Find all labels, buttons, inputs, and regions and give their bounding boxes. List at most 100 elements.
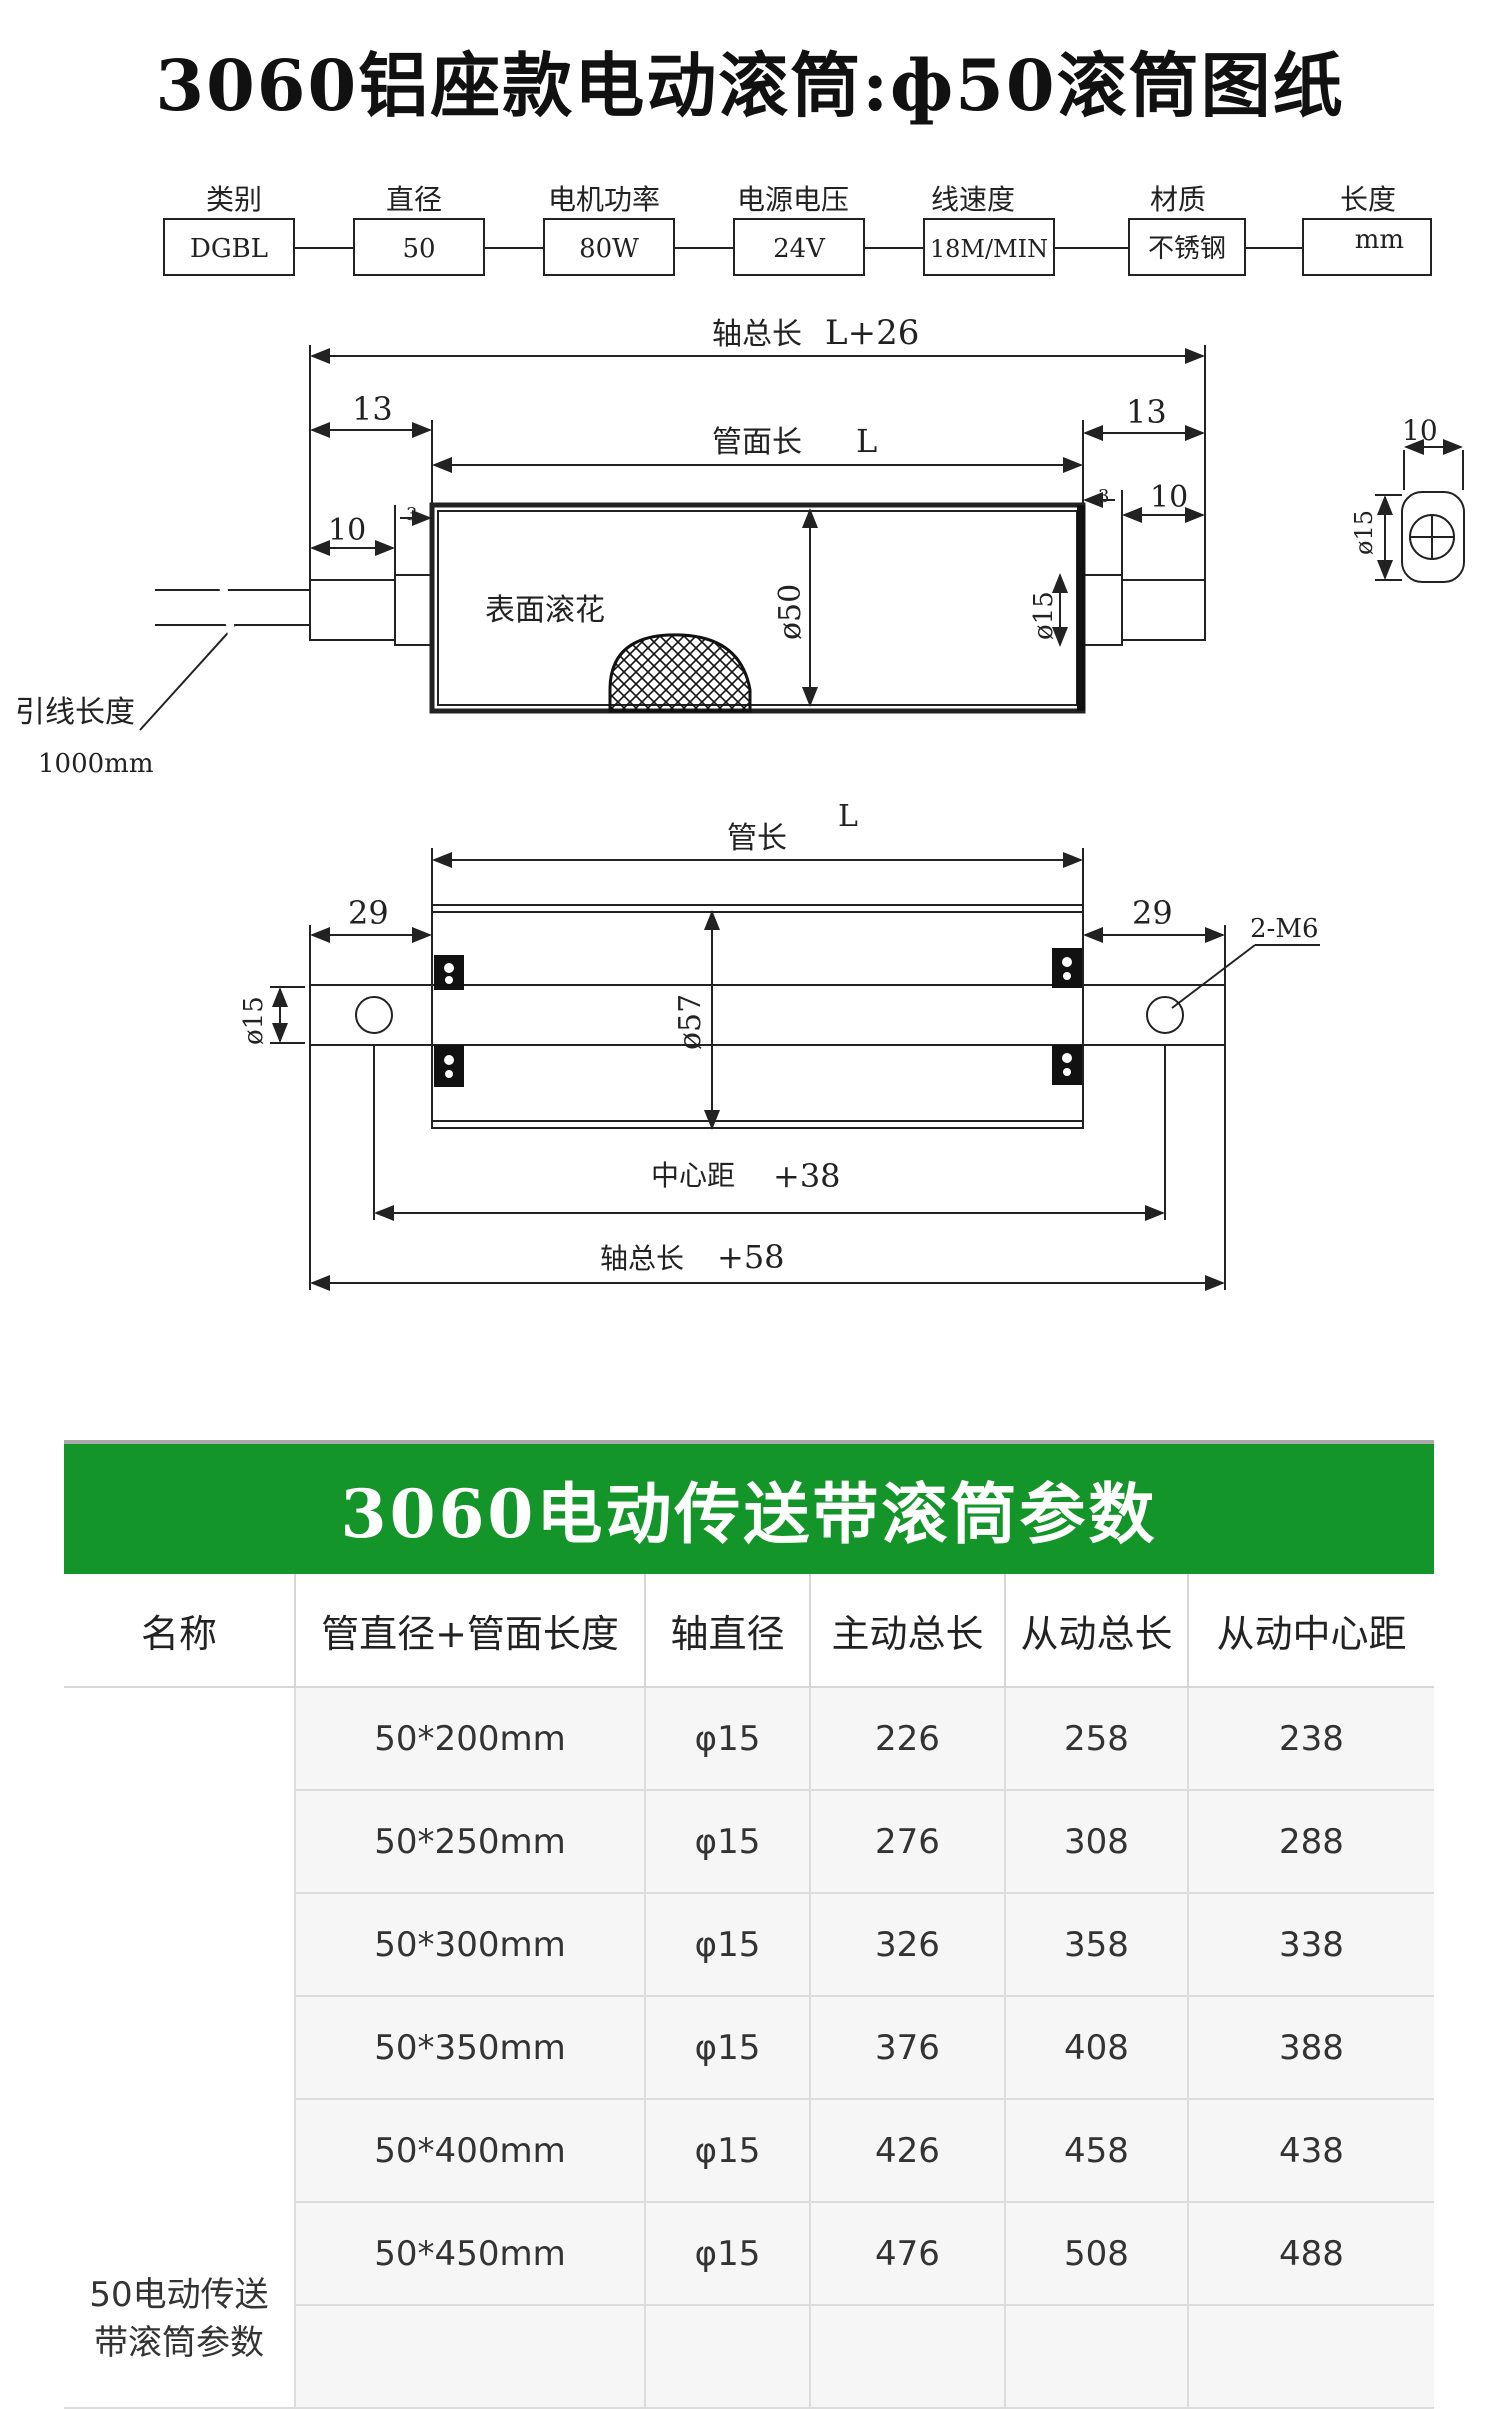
cell-driven-center: 488: [1188, 2202, 1434, 2306]
cell-empty: [645, 2305, 811, 2409]
shaft-dia-label: ø15: [239, 996, 269, 1045]
table-row: 50*450mm φ15 476 508 488: [64, 2202, 1434, 2306]
params-table-title: 3060电动传送带滚筒参数: [64, 1440, 1434, 1574]
shaft-total-value-2: +58: [717, 1238, 785, 1276]
dim-13-left: 13: [352, 390, 393, 428]
spec-bar: 类别 直径 电机功率 电源电压 线速度 材质 长度 DGBL 50 80W 24…: [0, 170, 1500, 290]
spec-value-material: 不锈钢: [1128, 218, 1246, 276]
cell-tube: 50*200mm: [295, 1687, 646, 1791]
spec-connector: [1055, 247, 1128, 249]
spec-connector: [675, 247, 733, 249]
cell-drive-total: 326: [810, 1893, 1006, 1997]
group-name-line2: 带滚筒参数: [94, 2323, 264, 2363]
table-row: 50*350mm φ15 376 408 388: [64, 1996, 1434, 2100]
cell-shaft-dia: φ15: [645, 1996, 811, 2100]
cell-tube: 50*450mm: [295, 2202, 646, 2306]
params-table-section: 3060电动传送带滚筒参数 名称 管直径+管面长度 轴直径 主动总长 从动总长 …: [64, 1440, 1434, 2409]
cell-driven-total: 358: [1005, 1893, 1189, 1997]
spec-label-category: 类别: [205, 183, 262, 216]
roller-drawing: 轴总长 L+26 13 13 管面长 L 10 10 3 3 表面滚花 ø50 …: [15, 313, 1465, 779]
cell-driven-center: 438: [1188, 2099, 1434, 2203]
thread-label: 2-M6: [1250, 914, 1319, 944]
spec-label-voltage: 电源电压: [736, 183, 849, 216]
tube-length-value: L: [838, 800, 858, 834]
svg-text:轴总长: 轴总长: [712, 317, 802, 352]
shaft-total-value: L+26: [825, 313, 919, 353]
table-header-row: 名称 管直径+管面长度 轴直径 主动总长 从动总长 从动中心距: [64, 1574, 1434, 1688]
dim-3-left: 3: [406, 504, 417, 525]
cell-empty: [1188, 2305, 1434, 2409]
spec-value-length-unit: mm: [1302, 218, 1432, 276]
shaft-total-label: 轴总长: [712, 317, 802, 352]
lead-length-value: 1000mm: [38, 749, 153, 779]
cell-empty: [295, 2305, 646, 2409]
group-name-cell: 50电动传送带滚筒参数: [64, 1687, 296, 2409]
spec-label-length: 长度: [1339, 183, 1396, 216]
side-width-label: 10: [1402, 414, 1438, 447]
col-header-name: 名称: [64, 1574, 296, 1688]
cell-shaft-dia: φ15: [645, 1893, 811, 1997]
table-row: 50*300mm φ15 326 358 338: [64, 1893, 1434, 1997]
spec-connector: [1246, 247, 1302, 249]
dim-29-right: 29: [1132, 894, 1173, 932]
spec-label-power: 电机功率: [547, 183, 660, 216]
cell-driven-total: 258: [1005, 1687, 1189, 1791]
cell-shaft-dia: φ15: [645, 2202, 811, 2306]
side-dia-label: ø15: [1350, 510, 1378, 555]
cell-driven-total: 408: [1005, 1996, 1189, 2100]
center-distance-value: +38: [773, 1157, 841, 1195]
tube-face-value: L: [856, 422, 877, 460]
dia-15-label: ø15: [1029, 591, 1059, 640]
spec-connector: [295, 247, 353, 249]
driven-roller-drawing: 管长 L 29 29 2-M6 ø15 ø57 中心距 +38 轴总长 +58: [239, 800, 1320, 1291]
knurl-label: 表面滚花: [485, 593, 605, 628]
cell-driven-total: 508: [1005, 2202, 1189, 2306]
page-title: 3060铝座款电动滚筒:ф50滚筒图纸: [155, 44, 1345, 127]
spec-label-speed: 线速度: [930, 183, 1015, 216]
tube-length-label: 管长: [727, 821, 787, 856]
dim-13-right: 13: [1126, 393, 1167, 431]
cell-tube: 50*400mm: [295, 2099, 646, 2203]
cell-driven-center: 388: [1188, 1996, 1434, 2100]
spec-connector: [865, 247, 923, 249]
cell-driven-center: 238: [1188, 1687, 1434, 1791]
cell-drive-total: 226: [810, 1687, 1006, 1791]
cell-tube: 50*350mm: [295, 1996, 646, 2100]
cell-driven-center: 288: [1188, 1790, 1434, 1894]
spec-value-speed: 18M/MIN: [923, 218, 1055, 276]
cell-shaft-dia: φ15: [645, 2099, 811, 2203]
col-header-tube: 管直径+管面长度: [295, 1574, 646, 1688]
cell-drive-total: 376: [810, 1996, 1006, 2100]
dim-10-right: 10: [1150, 480, 1188, 515]
cell-drive-total: 476: [810, 2202, 1006, 2306]
spec-label-diameter: 直径: [385, 183, 442, 216]
group-name-line1: 50电动传送: [89, 2275, 269, 2315]
cell-tube: 50*300mm: [295, 1893, 646, 1997]
cell-shaft-dia: φ15: [645, 1687, 811, 1791]
params-table: 名称 管直径+管面长度 轴直径 主动总长 从动总长 从动中心距 50电动传送带滚…: [64, 1574, 1434, 2409]
tube-dia-label: ø57: [673, 994, 708, 1050]
col-header-shaft-dia: 轴直径: [645, 1574, 811, 1688]
col-header-driven-total: 从动总长: [1005, 1574, 1189, 1688]
cell-shaft-dia: φ15: [645, 1790, 811, 1894]
table-row: 50*400mm φ15 426 458 438: [64, 2099, 1434, 2203]
spec-label-material: 材质: [1149, 183, 1206, 216]
dia-50-label: ø50: [773, 584, 808, 640]
spec-value-voltage: 24V: [733, 218, 865, 276]
col-header-driven-center: 从动中心距: [1188, 1574, 1434, 1688]
cell-drive-total: 276: [810, 1790, 1006, 1894]
cell-driven-total: 308: [1005, 1790, 1189, 1894]
col-header-drive-total: 主动总长: [810, 1574, 1006, 1688]
cell-driven-total: 458: [1005, 2099, 1189, 2203]
shaft-total-label-2: 轴总长: [600, 1242, 684, 1275]
cell-empty: [1005, 2305, 1189, 2409]
spec-connector: [485, 247, 543, 249]
dim-29-left: 29: [348, 894, 389, 932]
lead-length-label: 引线长度: [15, 695, 135, 730]
cell-tube: 50*250mm: [295, 1790, 646, 1894]
dim-3-right: 3: [1098, 486, 1109, 507]
spec-value-diameter: 50: [353, 218, 485, 276]
table-row: 50电动传送带滚筒参数 50*200mm φ15 226 258 238: [64, 1687, 1434, 2409]
center-distance-label: 中心距: [651, 1159, 735, 1192]
table-row: 50*250mm φ15 276 308 288: [64, 1790, 1434, 1894]
